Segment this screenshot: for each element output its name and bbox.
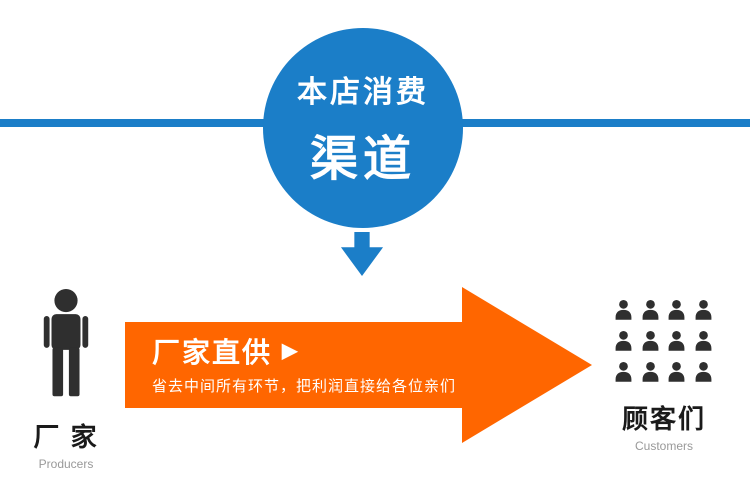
down-arrow-icon: [340, 232, 384, 276]
supply-subtitle: 省去中间所有环节，把利润直接给各位亲们: [152, 378, 457, 395]
customers-sublabel: Customers: [634, 439, 693, 453]
producer-person-icon: [43, 288, 89, 397]
channel-badge: 本店消费 渠道: [263, 28, 463, 228]
customer-person-icon: [668, 331, 685, 351]
customer-person-icon: [695, 300, 711, 320]
customer-person-icon: [615, 362, 632, 382]
customer-person-icon: [668, 300, 685, 320]
customers-grid: [614, 298, 714, 383]
supply-arrow: [125, 287, 592, 443]
producer-label: 厂 家: [33, 422, 99, 452]
customer-person-icon: [695, 362, 711, 382]
customer-person-icon: [642, 362, 658, 382]
customer-person-icon: [642, 300, 658, 320]
customer-person-icon: [695, 331, 711, 351]
supply-title-text: 厂家直供: [152, 337, 273, 368]
producer-block: 厂 家 Producers: [12, 288, 120, 471]
customer-person-icon: [642, 331, 658, 351]
badge-line1: 本店消费: [297, 76, 429, 109]
customer-person-icon: [615, 300, 632, 320]
supply-title: 厂家直供 ▶: [152, 331, 299, 371]
customers-label: 顾客们: [621, 404, 706, 434]
producer-sublabel: Producers: [38, 457, 94, 471]
customers-block: 顾客们 Customers: [600, 298, 728, 453]
play-icon: ▶: [282, 340, 300, 362]
customer-person-icon: [615, 331, 632, 351]
customer-person-icon: [668, 362, 685, 382]
badge-line2: 渠道: [309, 133, 416, 186]
